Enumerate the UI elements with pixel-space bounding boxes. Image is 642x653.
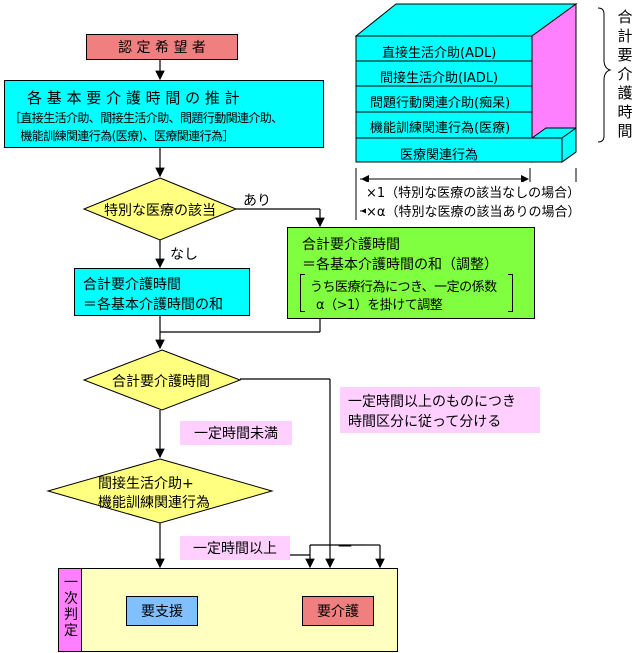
stack-item-2: 問題行動関連介助(痴呆)	[370, 96, 511, 111]
note-classify: 一定時間以上のものにつき 時間区分に従って分ける	[340, 387, 540, 433]
stack-mult-1: ×1（特別な医療の該当なしの場合）	[366, 182, 581, 201]
total-normal-box: 合計要介護時間 ＝各基本介護時間の和	[74, 268, 250, 316]
start-label: 認 定 希 望 者	[118, 40, 206, 56]
care-box: 要介護	[302, 596, 374, 626]
total-normal-line1: 合計要介護時間	[83, 277, 181, 293]
label-yes: あり	[243, 193, 271, 209]
support-box: 要支援	[126, 596, 198, 626]
estimate-box: 各 基 本 要 介 護 時 間 の 推 計 ［直接生活介助、間接生活介助、問題行…	[4, 80, 324, 148]
total-adjusted-bracket-right	[508, 274, 513, 312]
label-over-text: 一定時間以上	[193, 541, 277, 557]
total-adjusted-note1: うち医療行為につき、一定の係数	[310, 280, 497, 295]
decision-indirect-line1: 間接生活介助+	[98, 476, 194, 492]
support-label: 要支援	[141, 604, 183, 620]
decision-special-label: 特別な医療の該当	[104, 203, 216, 219]
primary-tab: 一 次 判 定	[58, 568, 82, 652]
estimate-line1: ［直接生活介助、間接生活介助、問題行動関連介助、	[9, 111, 283, 125]
decision-indirect-line2: 機能訓練関連行為	[98, 495, 210, 511]
estimate-title: 各 基 本 要 介 護 時 間 の 推 計	[27, 89, 240, 107]
stack-mult-alpha: ×α（特別な医療の該当ありの場合）	[366, 201, 581, 220]
decision-special-shape	[82, 177, 238, 241]
primary-tab-text: 一 次 判 定	[64, 575, 78, 639]
label-no: なし	[170, 247, 198, 263]
note-classify-line2: 時間区分に従って分ける	[348, 414, 502, 430]
stack-item-3: 機能訓練関連行為(医療)	[370, 121, 511, 136]
total-adjusted-note2: α（>1）を掛けて調整	[316, 298, 443, 313]
stack-item-0: 直接生活介助(ADL)	[382, 46, 497, 61]
stack-side-label: 合 計 要 介 護 時 間	[617, 8, 633, 140]
care-label: 要介護	[317, 604, 359, 620]
decision-total-shape	[82, 349, 242, 411]
note-classify-line1: 一定時間以上のものにつき	[348, 394, 516, 410]
total-adjusted-bracket-left	[300, 274, 305, 312]
label-under: 一定時間未満	[180, 421, 292, 445]
label-under-text: 一定時間未満	[194, 426, 278, 442]
start-box: 認 定 希 望 者	[86, 34, 238, 60]
label-dash: —	[338, 538, 352, 554]
stack-item-4: 医療関連行為	[400, 148, 479, 163]
label-over: 一定時間以上	[180, 536, 290, 560]
estimate-line2: 機能訓練関連行為(医療)、医療関連行為］	[9, 129, 234, 143]
total-normal-line2: ＝各基本介護時間の和	[83, 297, 223, 313]
total-adjusted-line1: 合計要介護時間	[302, 237, 400, 253]
total-adjusted-line2: ＝各基本介護時間の和（調整）	[302, 257, 498, 273]
decision-total-label: 合計要介護時間	[112, 374, 210, 390]
stack-item-1: 間接生活介助(IADL)	[380, 71, 499, 86]
stack-3d	[354, 3, 578, 163]
decision-indirect-shape	[46, 458, 274, 524]
total-adjusted-box: 合計要介護時間 ＝各基本介護時間の和（調整） うち医療行為につき、一定の係数 α…	[287, 227, 535, 319]
